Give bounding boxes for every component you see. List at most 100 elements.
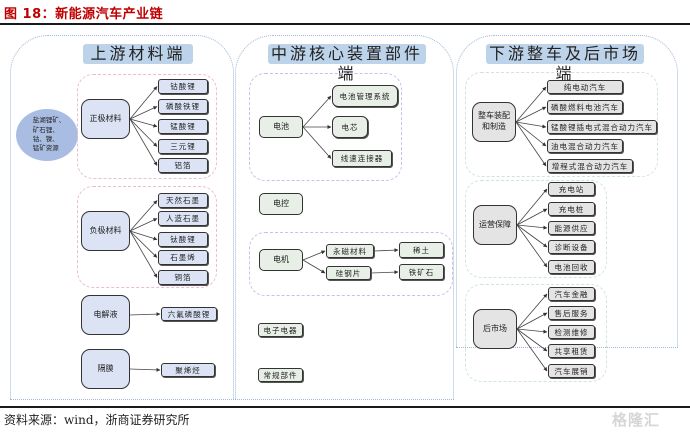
operations-node[interactable]: 运营保障 [473,205,517,245]
leaf-label: 汽车展销 [554,366,589,376]
cathode-item[interactable]: 磷酸铁锂 [158,99,208,114]
motor-label: 电机 [273,254,289,264]
leaf-label: 诊断设备 [554,242,589,252]
figure-title: 图 18：新能源汽车产业链 [4,7,164,22]
leaf-label: 磷酸燃料电池汽车 [551,102,619,112]
operations-item[interactable]: 充电站 [548,182,595,196]
operations-label: 运营保障 [479,219,511,229]
operations-item[interactable]: 能源供应 [548,221,595,235]
battery-item[interactable]: 电芯 [332,116,368,138]
control-label: 电控 [273,198,289,208]
leaf-label: 锰酸锂插电式混合动力汽车 [551,122,653,132]
electrolyte-item[interactable]: 六氟磷酸锂 [161,307,217,321]
resources-line: 矿石锂、 [32,125,59,134]
anode-node[interactable]: 负极材料 [81,211,130,251]
leaf-label: 硅钢片 [335,268,362,278]
leaf-label: 检测维修 [554,327,589,337]
manufacturing-node[interactable]: 整车装配 和制造 [472,102,516,142]
leaf-label: 稀土 [413,245,430,255]
anode-label: 负极材料 [89,225,122,235]
cathode-label: 正极材料 [89,113,122,123]
leaf-label: 石墨烯 [170,253,196,262]
battery-item[interactable]: 电池管理系统 [332,85,398,107]
resources-ellipse: 盐湖锂矿、 矿石锂、 钴、镍、 锰矿资源 [16,109,78,161]
aftermarket-item[interactable]: 检测维修 [548,325,595,339]
leaf-label: 充电站 [558,184,585,194]
motor-node[interactable]: 电机 [259,249,303,271]
cathode-item[interactable]: 锰酸锂 [158,119,208,134]
leaf-label: 增程式混合动力汽车 [551,161,629,171]
leaf-label: 共享租赁 [554,346,589,356]
leaf-label: 钴酸锂 [170,82,196,91]
motor-group [249,232,453,296]
operations-item[interactable]: 充电桩 [548,202,595,216]
leaf-label: 铁矿石 [408,267,435,277]
electronics-node[interactable]: 电子电器 [258,323,303,337]
leaf-label: 充电桩 [558,204,585,214]
upstream-title: 上游材料端 [83,44,193,64]
source-note: 资料来源：wind，浙商证券研究所 [4,413,190,427]
control-node[interactable]: 电控 [259,193,303,215]
leaf-label: 聚烯烃 [175,365,201,375]
leaf-label: 磷酸铁锂 [166,102,200,111]
leaf-label: 六氟磷酸锂 [167,309,211,319]
midstream-column [235,35,454,400]
manufacturing-item[interactable]: 磷酸燃料电池汽车 [547,100,623,114]
manufacturing-item[interactable]: 纯电动汽车 [547,80,623,94]
aftermarket-node[interactable]: 后市场 [473,309,517,349]
leaf-label: 售后服务 [554,308,589,318]
aftermarket-group [465,284,607,382]
battery-group [249,73,402,181]
cathode-item[interactable]: 钴酸锂 [158,79,208,94]
motor-source[interactable]: 稀土 [399,242,444,258]
separator-label: 隔膜 [97,363,114,373]
aftermarket-item[interactable]: 共享租赁 [548,344,595,358]
general-parts-node[interactable]: 常规部件 [258,368,303,382]
electrolyte-node[interactable]: 电解液 [81,295,130,335]
aftermarket-item[interactable]: 汽车金融 [548,287,595,301]
watermark-logo: 格隆汇 [612,409,660,430]
manufacturing-item[interactable]: 锰酸锂插电式混合动力汽车 [547,120,657,134]
operations-group [465,180,607,278]
motor-material[interactable]: 永磁材料 [326,244,374,258]
anode-item[interactable]: 天然石墨 [158,193,208,208]
anode-group [77,186,217,288]
cathode-group [77,74,217,179]
leaf-label: 铜箔 [174,273,192,282]
battery-label: 电池 [273,121,289,131]
leaf-label: 三元锂 [170,142,196,151]
top-rule [0,23,690,25]
anode-item[interactable]: 铜箔 [158,270,208,285]
resources-line: 锰矿资源 [32,144,59,153]
bottom-rule [0,406,690,408]
watermark-text: 格隆汇 [612,411,661,429]
leaf-label: 电池回收 [554,262,589,272]
cathode-item[interactable]: 三元锂 [158,139,208,154]
leaf-label: 纯电动汽车 [563,82,607,92]
leaf-label: 锰酸锂 [170,122,196,131]
manufacturing-item[interactable]: 增程式混合动力汽车 [547,159,633,173]
manufacturing-item[interactable]: 油电混合动力汽车 [547,139,623,153]
battery-item[interactable]: 线速连接器 [332,150,392,167]
operations-item[interactable]: 诊断设备 [548,240,595,254]
separator-item[interactable]: 聚烯烃 [161,363,215,377]
battery-node[interactable]: 电池 [259,116,303,138]
motor-material[interactable]: 硅钢片 [326,266,371,280]
cathode-node[interactable]: 正极材料 [81,99,130,139]
operations-item[interactable]: 电池回收 [548,260,595,274]
leaf-label: 天然石墨 [166,196,200,205]
leaf-label: 电池管理系统 [339,91,391,101]
aftermarket-item[interactable]: 汽车展销 [548,364,595,378]
separator-node[interactable]: 隔膜 [81,349,130,389]
leaf-label: 铝箔 [174,161,192,170]
upstream-column [10,35,234,400]
leaf-label: 线速连接器 [340,154,384,163]
leaf-label: 电芯 [341,122,359,132]
resources-line: 钴、镍、 [32,135,59,143]
anode-item[interactable]: 人造石墨 [158,211,208,226]
motor-source[interactable]: 铁矿石 [399,264,444,280]
anode-item[interactable]: 石墨烯 [158,250,208,265]
anode-item[interactable]: 钛酸锂 [158,232,208,247]
aftermarket-item[interactable]: 售后服务 [548,306,595,320]
cathode-item[interactable]: 铝箔 [158,158,208,173]
